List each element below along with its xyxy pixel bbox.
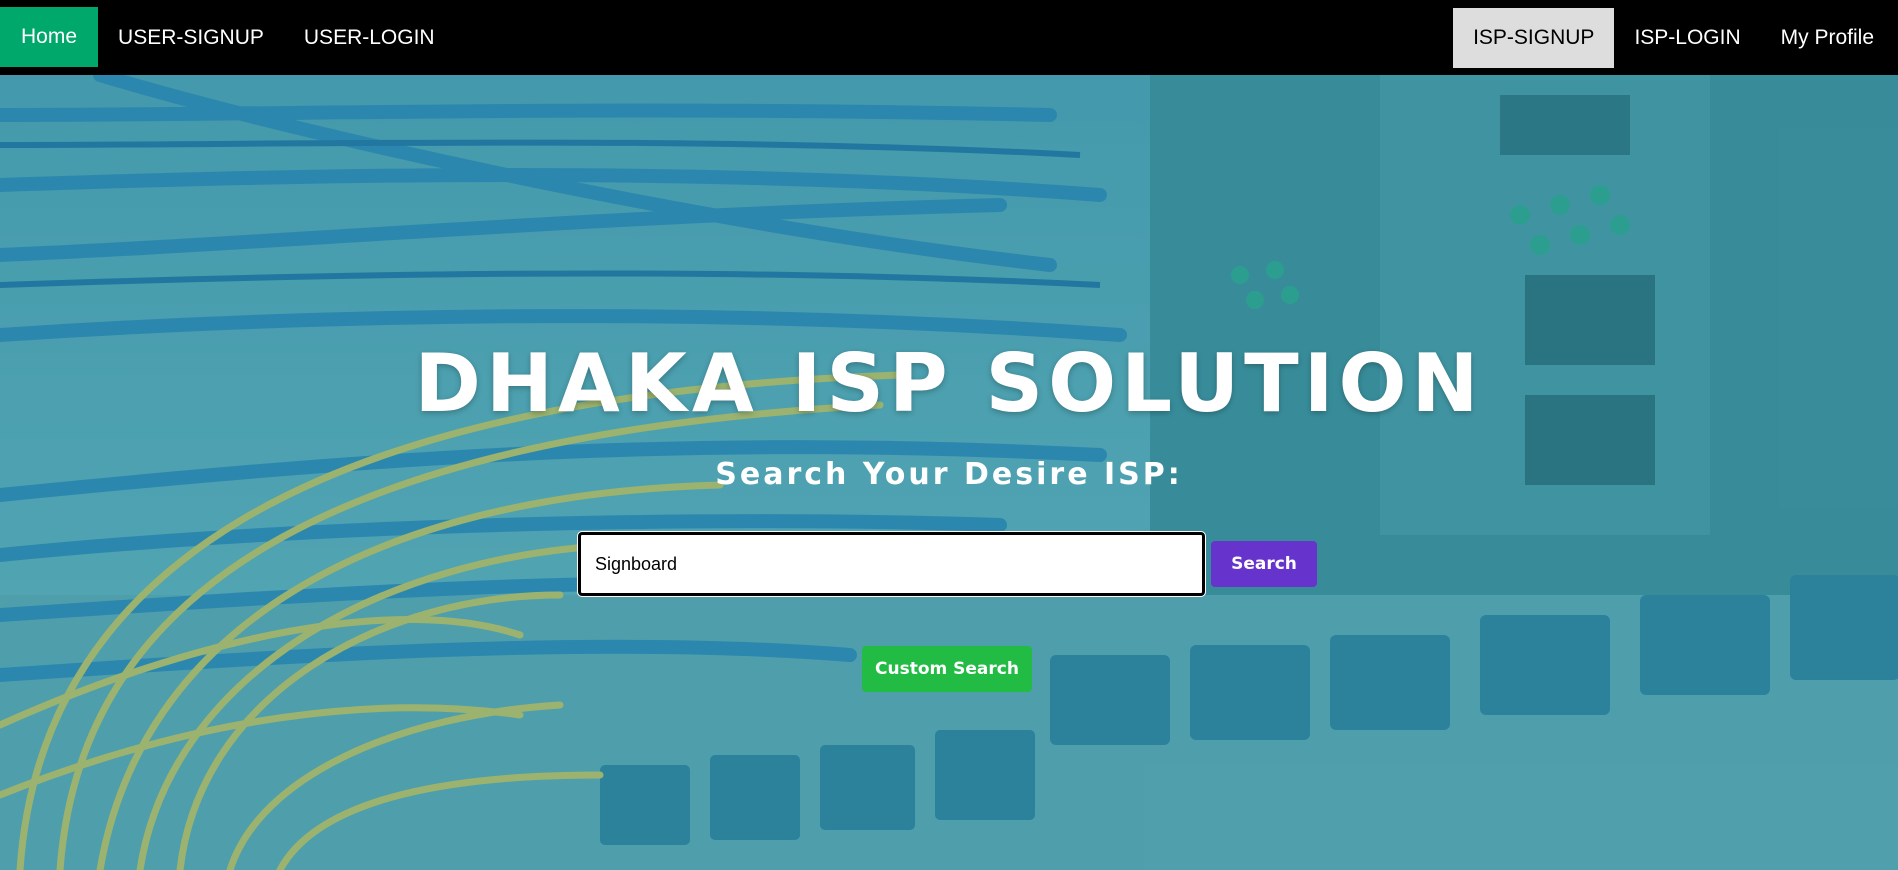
nav-my-profile-link[interactable]: My Profile <box>1780 25 1874 49</box>
search-row: Search <box>577 531 1317 597</box>
custom-search-button[interactable]: Custom Search <box>862 646 1032 692</box>
nav-user-signup-link[interactable]: USER-SIGNUP <box>118 25 264 49</box>
isp-search-input[interactable] <box>577 531 1206 597</box>
search-prompt-heading: Search Your Desire ISP: <box>715 457 1183 492</box>
search-button[interactable]: Search <box>1211 541 1317 587</box>
nav-home-link[interactable]: Home <box>0 7 99 67</box>
hero-section: DHAKA ISP SOLUTION Search Your Desire IS… <box>0 75 1898 870</box>
nav-user-login-link[interactable]: USER-LOGIN <box>303 25 435 49</box>
nav-isp-login-link[interactable]: ISP-LOGIN <box>1634 25 1741 49</box>
nav-right-group: ISP-SIGNUP ISP-LOGIN My Profile <box>1453 0 1898 75</box>
page-title: DHAKA ISP SOLUTION <box>414 337 1484 430</box>
top-navbar: Home USER-SIGNUP USER-LOGIN ISP-SIGNUP I… <box>0 0 1898 75</box>
nav-isp-signup-link[interactable]: ISP-SIGNUP <box>1453 8 1615 68</box>
nav-left-group: Home USER-SIGNUP USER-LOGIN <box>0 0 455 75</box>
network-cables-background-image <box>0 75 1898 870</box>
hero-color-overlay <box>0 75 1898 870</box>
